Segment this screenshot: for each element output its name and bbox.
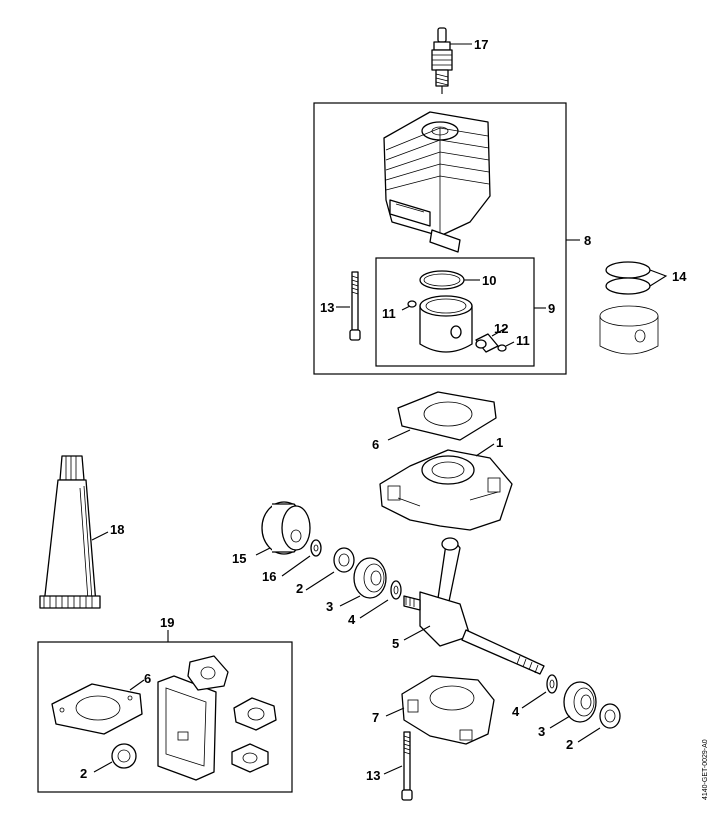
callout-3-upper: 3: [326, 599, 333, 614]
cylinder-gasket[interactable]: [397, 391, 497, 441]
spark-plug[interactable]: [431, 27, 453, 94]
ball-bearing-upper[interactable]: [353, 557, 387, 599]
reference-piston: [599, 305, 659, 355]
cylinder[interactable]: [383, 111, 491, 253]
callout-2-upper: 2: [296, 581, 303, 596]
shim-lower[interactable]: [546, 674, 558, 694]
callout-6-top: 6: [372, 437, 379, 452]
callout-8: 8: [584, 233, 591, 248]
piston-ring[interactable]: [419, 270, 465, 290]
muffler-gasket-plate[interactable]: [157, 675, 217, 781]
callout-11-right: 11: [516, 333, 530, 348]
washer-16[interactable]: [310, 539, 322, 557]
piston-ring-set[interactable]: [605, 261, 651, 295]
callout-19: 19: [160, 615, 174, 630]
callout-11-left: 11: [382, 306, 396, 321]
circlip-left[interactable]: [407, 300, 417, 308]
grease-tube[interactable]: [39, 455, 101, 609]
callout-7: 7: [372, 710, 379, 725]
callout-4-upper: 4: [348, 612, 356, 627]
callout-16: 16: [262, 569, 276, 584]
callout-4-lower: 4: [512, 704, 520, 719]
gasket-kit-box: [37, 641, 293, 793]
callout-15: 15: [232, 551, 246, 566]
crankcase-upper[interactable]: [379, 449, 513, 531]
small-gasket-middle[interactable]: [233, 697, 277, 731]
small-gasket-top[interactable]: [187, 655, 229, 691]
piston-pin[interactable]: [475, 333, 499, 353]
cylinder-gasket-kit[interactable]: [51, 683, 143, 735]
crankcase-lower[interactable]: [401, 675, 495, 745]
piston-kit-box: [375, 257, 535, 367]
callout-13-top: 13: [320, 300, 334, 315]
ball-bearing-lower[interactable]: [563, 681, 597, 723]
callout-9: 9: [548, 301, 555, 316]
callout-5: 5: [392, 636, 399, 651]
callout-18: 18: [110, 522, 124, 537]
oil-seal-lower[interactable]: [599, 703, 621, 729]
callout-10: 10: [482, 273, 496, 288]
callout-13-bottom: 13: [366, 768, 380, 783]
callout-1: 1: [496, 435, 503, 450]
callout-2-kit: 2: [80, 766, 87, 781]
cylinder-kit-box: [313, 102, 567, 375]
drawing-code: 4140-GET-0029-A0: [702, 739, 709, 800]
piston[interactable]: [419, 295, 473, 353]
circlip-right[interactable]: [497, 344, 507, 352]
oil-seal-kit[interactable]: [111, 743, 137, 769]
callout-14: 14: [672, 269, 687, 284]
callout-12: 12: [494, 321, 508, 336]
oil-seal-upper[interactable]: [333, 547, 355, 573]
fan-wheel[interactable]: [261, 501, 311, 555]
callout-6-kit: 6: [144, 671, 151, 686]
small-gasket-bottom[interactable]: [231, 743, 269, 773]
callout-2-lower: 2: [566, 737, 573, 752]
crankshaft[interactable]: [403, 537, 545, 675]
callout-17: 17: [474, 37, 488, 52]
shim-upper[interactable]: [390, 580, 402, 600]
callout-3-lower: 3: [538, 724, 545, 739]
screw-long-top[interactable]: [349, 271, 361, 341]
screw-long-bottom[interactable]: [401, 731, 413, 801]
